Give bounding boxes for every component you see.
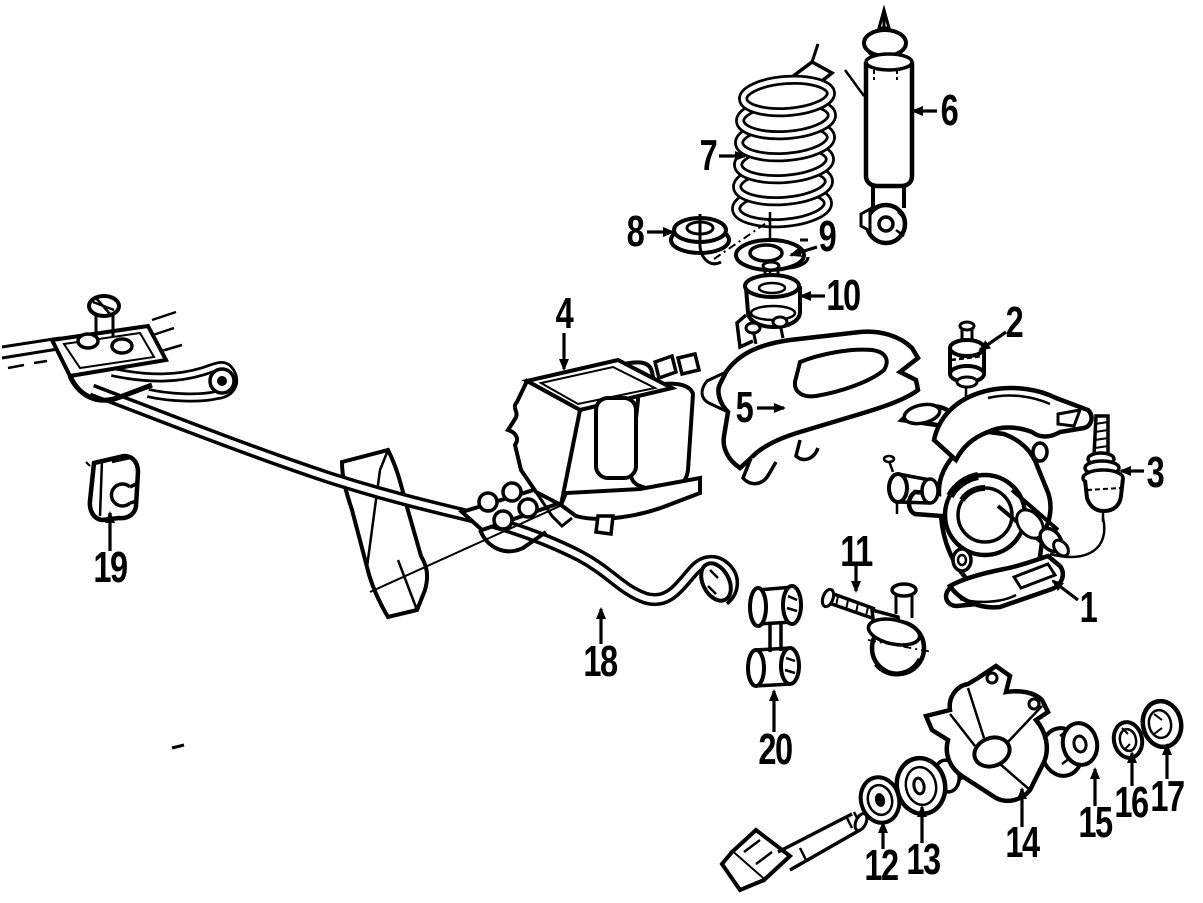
callout-10: 10 — [826, 271, 861, 320]
stabilizer-bar — [89, 383, 739, 606]
callout-6: 6 — [940, 86, 959, 135]
radius-arm-rear-mount — [719, 663, 1184, 893]
spring-insulator — [735, 260, 802, 350]
callout-arrows — [105, 106, 1172, 849]
shock-absorber — [800, 4, 915, 246]
callout-3: 3 — [1146, 448, 1165, 497]
callout-18: 18 — [583, 637, 618, 686]
callout-13: 13 — [906, 835, 941, 884]
ball-joint — [1049, 414, 1125, 559]
stabilizer-mount-bracket — [1, 294, 239, 403]
callout-7: 7 — [699, 131, 718, 180]
callout-14: 14 — [1005, 818, 1040, 867]
stray-mark — [171, 743, 185, 750]
callout-16: 16 — [1114, 778, 1149, 827]
callout-2: 2 — [1005, 298, 1024, 347]
camber-adjuster — [948, 320, 986, 410]
callout-11: 11 — [840, 527, 873, 576]
stabilizer-clamp — [458, 481, 565, 554]
callout-17: 17 — [1150, 772, 1185, 821]
radius-arm — [700, 315, 921, 486]
frame-band-outline — [339, 447, 430, 620]
callout-12: 12 — [864, 841, 899, 890]
callout-15: 15 — [1078, 798, 1113, 847]
callout-4: 4 — [555, 289, 574, 338]
tie-rod-end — [820, 582, 933, 677]
coil-spring — [731, 43, 866, 229]
callout-8: 8 — [626, 207, 645, 256]
callout-9: 9 — [818, 212, 837, 261]
frame-bracket — [504, 351, 702, 536]
callout-19: 19 — [93, 543, 128, 592]
stabilizer-bushing — [85, 453, 141, 523]
stabilizer-link — [746, 584, 803, 688]
callout-1: 1 — [1079, 583, 1098, 632]
steering-knuckle — [882, 385, 1094, 610]
callout-5: 5 — [735, 383, 754, 432]
callout-20: 20 — [758, 725, 793, 774]
